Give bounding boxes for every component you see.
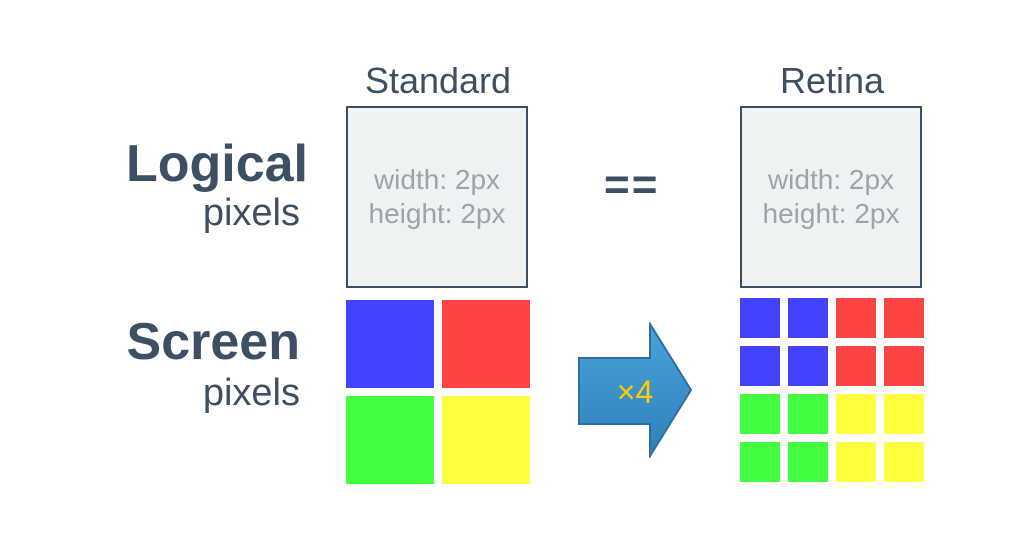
retina-pixel-blue — [740, 346, 780, 386]
multiply-arrow-icon — [578, 322, 693, 458]
standard-pixel-grid — [346, 300, 530, 484]
retina-pixel-grid — [740, 298, 924, 482]
retina-pixel-red — [836, 346, 876, 386]
retina-pixel-red — [836, 298, 876, 338]
row-subtitle-logical: pixels — [202, 192, 300, 234]
retina-pixel-red — [884, 346, 924, 386]
retina-pixel-yellow — [836, 394, 876, 434]
logical-box-retina: width: 2px height: 2px — [740, 106, 922, 288]
logical-height-text: height: 2px — [368, 198, 506, 229]
screen-pixel-green — [346, 396, 434, 484]
logical-box-standard: width: 2px height: 2px — [346, 106, 528, 288]
logical-width-text: width: 2px — [767, 164, 895, 195]
column-title-standard: Standard — [364, 60, 512, 101]
retina-pixel-blue — [788, 298, 828, 338]
retina-pixel-green — [740, 394, 780, 434]
retina-pixel-blue — [740, 298, 780, 338]
row-title-screen: Screen — [126, 313, 300, 371]
logical-height-text: height: 2px — [762, 198, 900, 229]
retina-pixel-green — [740, 442, 780, 482]
retina-pixel-red — [884, 298, 924, 338]
screen-pixel-yellow — [442, 396, 530, 484]
retina-pixel-blue — [788, 346, 828, 386]
screen-pixel-red — [442, 300, 530, 388]
column-title-retina: Retina — [779, 60, 885, 101]
retina-pixel-yellow — [884, 394, 924, 434]
retina-pixel-yellow — [884, 442, 924, 482]
row-subtitle-screen: pixels — [202, 372, 300, 414]
arrow-label: ×4 — [616, 374, 654, 410]
screen-pixel-blue — [346, 300, 434, 388]
row-title-logical: Logical — [125, 135, 308, 193]
retina-pixel-green — [788, 394, 828, 434]
retina-pixel-green — [788, 442, 828, 482]
equals-sign: == — [604, 160, 660, 209]
retina-pixel-yellow — [836, 442, 876, 482]
logical-width-text: width: 2px — [373, 164, 501, 195]
